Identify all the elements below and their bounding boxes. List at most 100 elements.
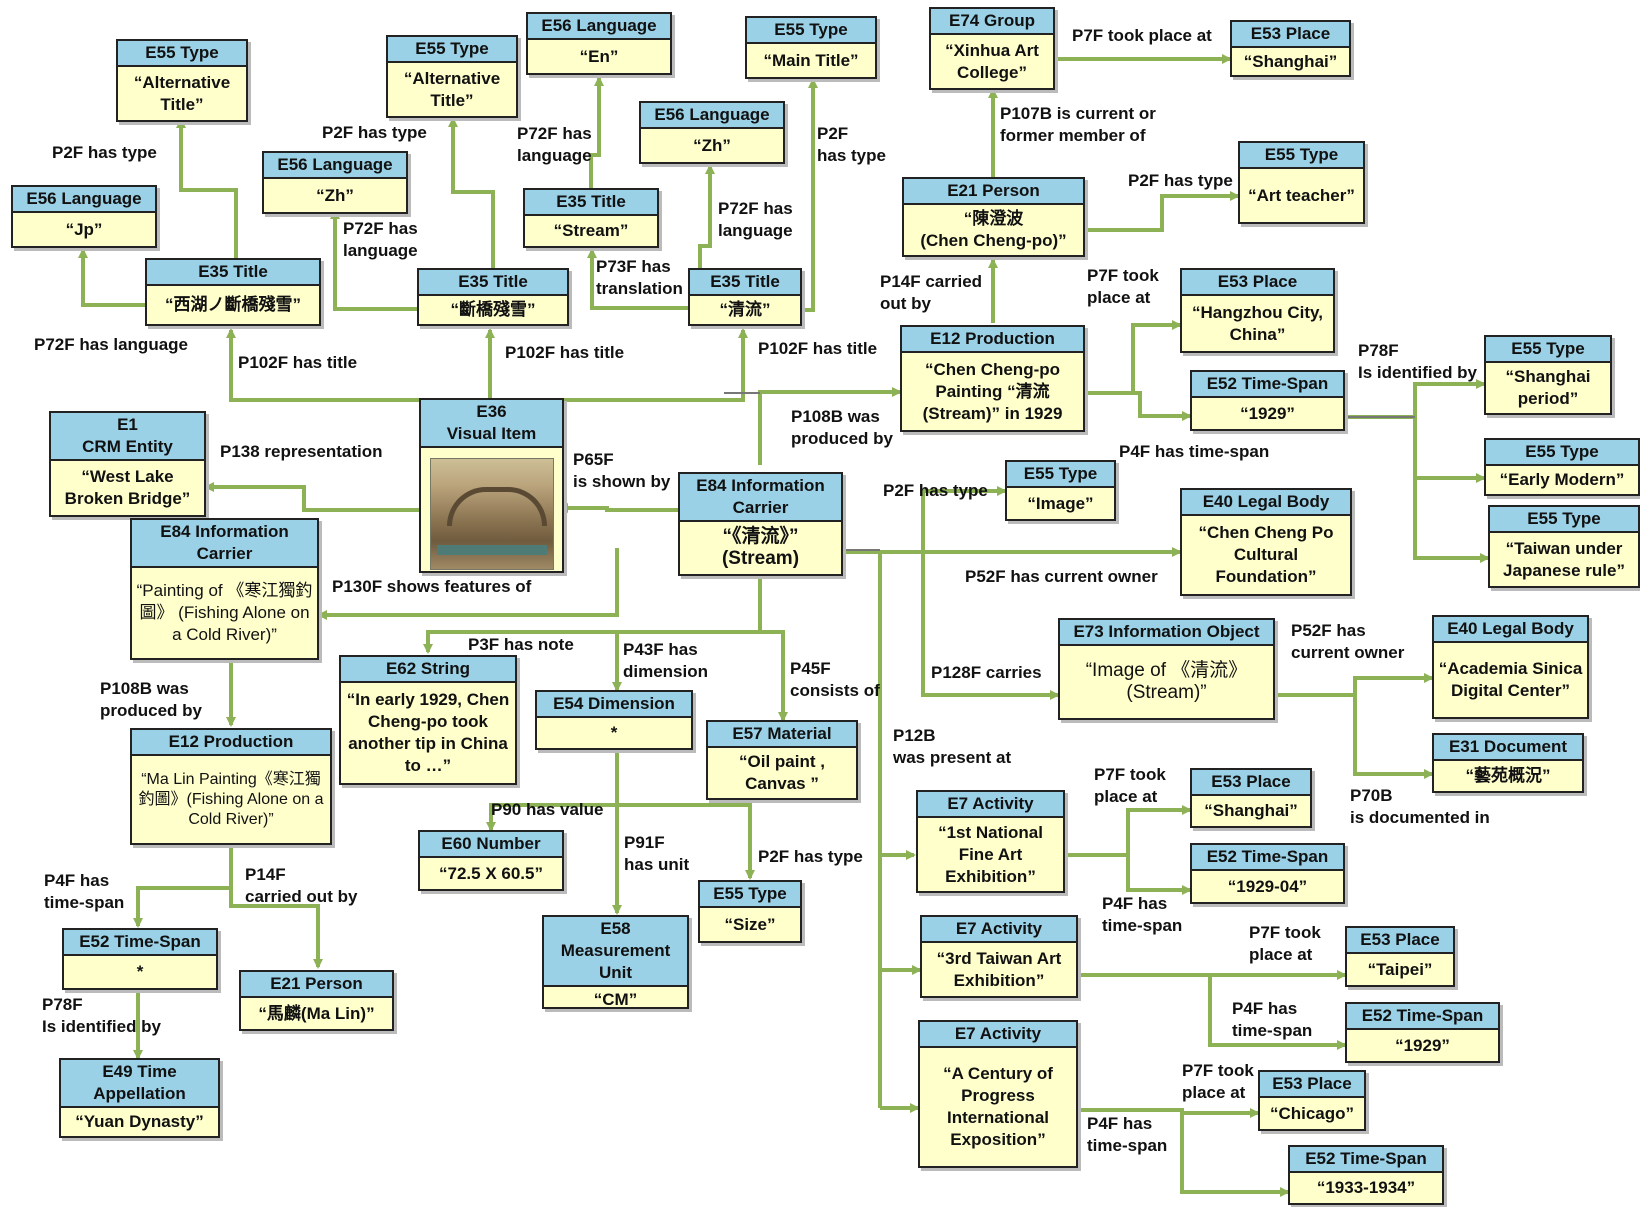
- node-type: E62 String: [341, 657, 515, 683]
- node-value: “Chen Cheng Po Cultural Foundation”: [1198, 523, 1334, 586]
- edge-p4f-first: [1126, 855, 1192, 895]
- edge-p90: [486, 750, 619, 832]
- label-p4f-malin: P4F has time-span: [44, 871, 125, 912]
- node-type: E52 Time-Span: [1347, 1004, 1498, 1030]
- node-e7-century: E7 Activity“A Century of Progress Intern…: [918, 1020, 1078, 1168]
- node-type: E52 Time-Span: [1290, 1147, 1442, 1173]
- label-p4f-chen: P4F has time-span: [1119, 442, 1270, 461]
- label-p2f-has-type-image: P2F has type: [883, 481, 988, 500]
- node-value: “Taiwan under Japanese rule”: [1503, 538, 1625, 580]
- node-type: E55 Type: [1240, 143, 1363, 169]
- node-e55-early-modern: E55 Type“Early Modern”: [1484, 438, 1640, 496]
- node-e58-unit: E58 Measurement Unit“CM”: [542, 915, 689, 1009]
- edge-p3f: [423, 575, 762, 654]
- label-p108b-malin: P108B was produced by: [100, 679, 203, 720]
- node-value: “Shanghai period”: [1505, 367, 1591, 408]
- label-p45f: P45F consists of: [790, 659, 880, 700]
- edge-p72f-jp: [78, 248, 145, 307]
- node-value: “Xinhua Art College”: [945, 40, 1039, 82]
- node-e35-title3: E35 Title“清流”: [688, 268, 802, 326]
- node-e40-foundation: E40 Legal Body “Chen Cheng Po Cultural Fo…: [1180, 488, 1352, 596]
- edge-p14f-malin: [229, 888, 323, 969]
- node-type: E56 Language: [528, 14, 670, 40]
- label-p72f-lang-jp: P72F has language: [34, 335, 188, 354]
- label-p4f-third: P4F has time-span: [1232, 999, 1313, 1040]
- label-p4f-century: P4F has time-span: [1087, 1114, 1168, 1155]
- node-e55-alt2: E55 Type“Alternative Title”: [386, 35, 518, 118]
- node-value: “Size”: [724, 914, 776, 934]
- edge-p138: [204, 482, 419, 512]
- label-p14f-chen: P14F carried out by: [880, 272, 983, 313]
- node-e21-chen: E21 Person“陳澄波 (Chen Cheng-po)”: [902, 177, 1085, 257]
- node-e60-number: E60 Number“72.5 X 60.5”: [418, 830, 564, 891]
- node-value: *: [136, 962, 144, 981]
- edge-p72f-zh2: [698, 164, 715, 278]
- node-e12-malin: E12 Production“Ma Lin Painting《寒江獨釣圖》(Fi…: [130, 728, 332, 845]
- label-p52f-foundation: P52F has current owner: [965, 567, 1158, 586]
- label-p12b: P12B was present at: [893, 726, 1012, 767]
- node-value: “Art teacher”: [1248, 185, 1355, 205]
- node-e55-alt1: E55 Type“Alternative Title”: [116, 39, 248, 122]
- node-type: E55 Type: [1007, 462, 1114, 488]
- node-value: “A Century of Progress International Exp…: [943, 1064, 1053, 1149]
- node-e53-chicago: E53 Place“Chicago”: [1258, 1070, 1366, 1131]
- node-value: “Chen Cheng-po Painting “清流 (Stream)” in…: [922, 359, 1063, 423]
- node-e56-zh2: E56 Language“Zh”: [639, 101, 785, 164]
- label-p2f-has-type-1: P2F has type: [52, 143, 157, 162]
- node-value: “Jp”: [65, 219, 103, 239]
- edge-p7f-hangzhou: [1085, 320, 1182, 395]
- node-value: “Shanghai”: [1243, 51, 1338, 71]
- node-e74-group: E74 Group“Xinhua Art College”: [929, 7, 1055, 90]
- node-value: “Alternative Title”: [403, 68, 501, 110]
- label-p43f: P43F has dimension: [623, 640, 709, 681]
- node-type: E35 Title: [690, 270, 800, 296]
- node-value: “Early Modern”: [1499, 470, 1625, 489]
- node-e52-1929b: E52 Time-Span “1929”: [1345, 1002, 1500, 1063]
- node-type: E56 Language: [264, 153, 406, 179]
- node-e35-title1: E35 Title“西湖ノ斷橋殘雪”: [145, 258, 321, 326]
- node-value: “1929”: [1395, 1035, 1450, 1055]
- node-value: “1st National Fine Art Exhibition”: [938, 822, 1043, 886]
- node-type: E40 Legal Body: [1182, 490, 1350, 516]
- edge-p7f-shanghai2: [1065, 805, 1192, 857]
- node-type: E35 Title: [525, 190, 657, 216]
- node-value: “Image of 《清流》(Stream)”: [1085, 660, 1248, 703]
- node-value: “West Lake Broken Bridge”: [64, 467, 191, 508]
- edge-p70b: [1353, 695, 1434, 779]
- node-e52-1929-04: E52 Time-Span“1929-04”: [1190, 843, 1345, 904]
- node-type: E55 Type: [118, 41, 246, 67]
- node-value: “72.5 X 60.5”: [439, 863, 543, 883]
- node-e84-stream: E84 Information Carrier“《清流》” (Stream): [678, 472, 843, 576]
- node-value: *: [610, 723, 618, 742]
- label-p2f-has-type-main: P2F has type: [817, 124, 886, 165]
- node-e55-size: E55 Type “Size”: [698, 880, 802, 943]
- node-e84-painting: E84 Information Carrier“Painting of 《寒江獨…: [130, 518, 319, 660]
- label-p138: P138 representation: [220, 442, 383, 461]
- node-type: E40 Legal Body: [1434, 617, 1587, 643]
- node-type: E53 Place: [1260, 1072, 1364, 1098]
- node-value: “Shanghai”: [1204, 801, 1298, 820]
- node-value: “馬麟(Ma Lin)”: [258, 1003, 375, 1023]
- node-type: E53 Place: [1232, 22, 1349, 48]
- label-p102f-3: P102F has title: [758, 339, 878, 358]
- edge-p4f-century: [1180, 1110, 1290, 1197]
- node-e56-jp: E56 Language“Jp”: [11, 185, 157, 248]
- edge-p102f-title1: [226, 328, 419, 402]
- node-type: E56 Language: [641, 103, 783, 129]
- edge-p65f: [558, 503, 678, 513]
- node-type: E1 CRM Entity: [51, 413, 204, 461]
- node-value: “藝苑概況”: [1465, 766, 1551, 785]
- node-type: E12 Production: [132, 730, 330, 756]
- node-value: “1929-04”: [1227, 876, 1308, 896]
- node-e53-hangzhou: E53 Place“Hangzhou City, China”: [1180, 268, 1335, 353]
- node-type: E35 Title: [419, 270, 567, 296]
- label-p73f: P73F has translation: [596, 257, 683, 298]
- node-type: E35 Title: [147, 260, 319, 286]
- node-e55-main: E55 Type“Main Title”: [745, 16, 877, 79]
- edge-p130f: [317, 548, 619, 620]
- node-type: E53 Place: [1192, 770, 1310, 796]
- label-p70b: P70B is documented in: [1350, 786, 1490, 827]
- node-value: “斷橋殘雪”: [450, 300, 536, 319]
- node-type: E55 Type: [700, 882, 800, 908]
